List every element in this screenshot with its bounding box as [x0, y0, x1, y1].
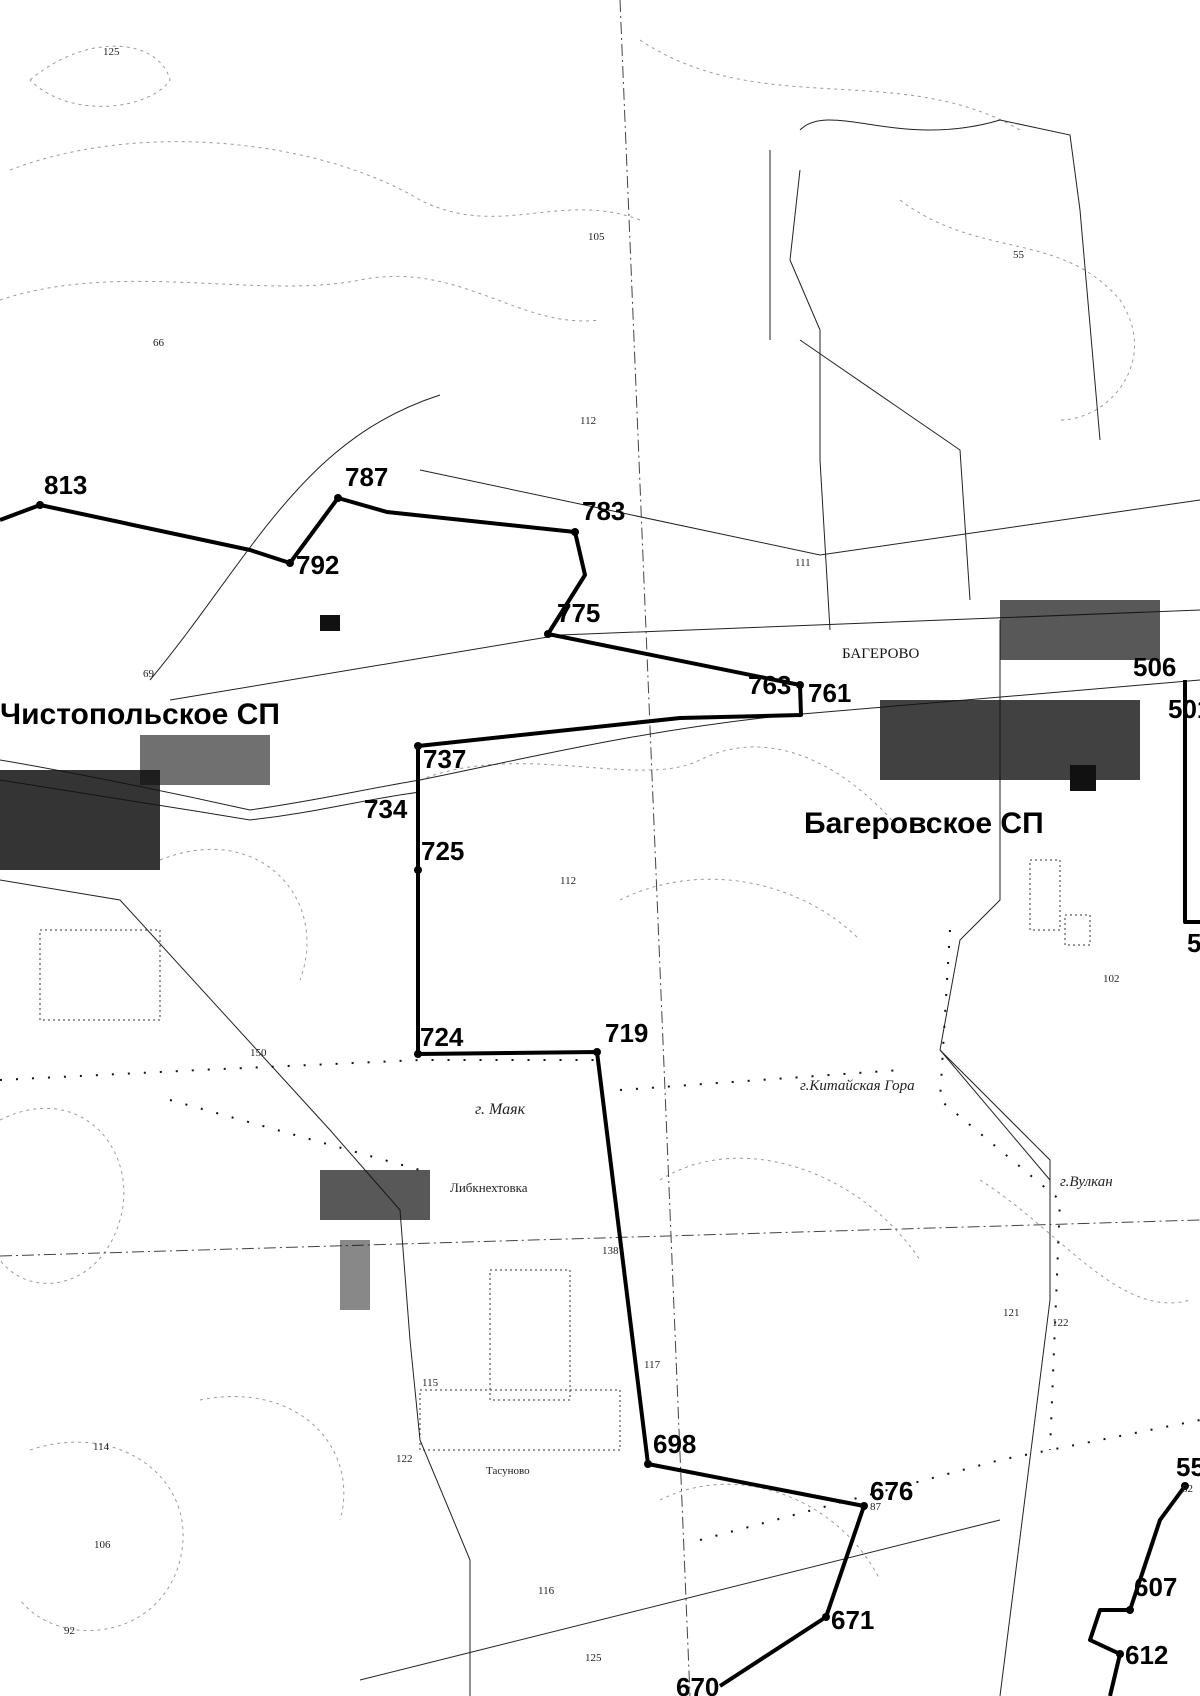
elevation-label: 111 [795, 557, 811, 569]
point-label-612: 612 [1125, 1640, 1168, 1670]
point-label-763: 763 [748, 670, 791, 700]
elevation-label: 92 [64, 1625, 75, 1637]
elevation-label: 69 [143, 668, 155, 680]
elevation-label: 112 [580, 415, 596, 427]
point-label-775: 775 [557, 598, 600, 628]
elevation-label: 106 [94, 1539, 111, 1551]
place-label-vulkan: г.Вулкан [1060, 1174, 1113, 1190]
elevation-label: 122 [1052, 1317, 1069, 1329]
boundary-lines [0, 929, 1200, 1541]
elevation-label: 150 [250, 1047, 267, 1059]
point-label-607: 607 [1134, 1572, 1177, 1602]
elevation-label: 121 [1003, 1307, 1020, 1319]
point-label-506: 506 [1133, 652, 1176, 682]
elevation-label: 55 [1013, 249, 1025, 261]
elevation-label: 125 [103, 46, 120, 58]
point-labels: 813 787 792 783 775 763 761 737 734 725 … [44, 462, 1200, 1696]
elevation-label: 138 [602, 1245, 619, 1257]
point-label-734: 734 [364, 794, 408, 824]
settlement-labels: Чистопольское СП Багеровское СП [0, 698, 1044, 840]
point-label-783: 783 [582, 496, 625, 526]
point-label-724: 724 [420, 1022, 464, 1052]
contour-lines [0, 39, 1191, 1631]
point-label-670: 670 [676, 1672, 719, 1696]
elevation-label: 112 [560, 875, 576, 887]
elevation-label: 117 [644, 1359, 661, 1371]
elevation-label: 122 [396, 1453, 413, 1465]
route-nodes [36, 494, 1189, 1658]
point-label-725: 725 [421, 836, 464, 866]
point-label-698: 698 [653, 1429, 696, 1459]
elevation-labels: 125 105 55 66 112 111 69 112 150 138 117… [64, 46, 1193, 1664]
point-label-671: 671 [831, 1605, 874, 1635]
point-label-813: 813 [44, 470, 87, 500]
point-label-737: 737 [423, 744, 466, 774]
settlement-label-bagerovskoe: Багеровское СП [804, 807, 1044, 840]
point-label-5: 5 [1187, 928, 1200, 958]
place-labels: БАГЕРОВО г. Маяк г.Китайская Гора г.Вулк… [450, 646, 1113, 1477]
point-label-719: 719 [605, 1018, 648, 1048]
elevation-label: 114 [93, 1441, 110, 1453]
point-label-55: 55 [1176, 1452, 1200, 1482]
place-label-libknekhtovka: Либкнехтовка [450, 1180, 528, 1195]
place-label-bagerovo: БАГЕРОВО [842, 646, 919, 662]
point-label-787: 787 [345, 462, 388, 492]
elevation-label: 87 [870, 1501, 882, 1513]
buildings [0, 600, 1160, 1451]
elevation-label: 82 [1182, 1483, 1193, 1495]
elevation-label: 115 [422, 1377, 439, 1389]
point-label-761: 761 [808, 678, 851, 708]
elevation-label: 102 [1103, 973, 1120, 985]
settlement-label-chistopolskoe: Чистопольское СП [0, 698, 280, 731]
place-label-tasunovo: Тасуново [486, 1465, 530, 1477]
elevation-label: 105 [588, 231, 605, 243]
point-label-501: 501 [1168, 694, 1200, 724]
point-label-676: 676 [870, 1476, 913, 1506]
place-label-kitayskaya-gora: г.Китайская Гора [800, 1078, 915, 1094]
elevation-label: 125 [585, 1652, 602, 1664]
place-label-mayak: г. Маяк [475, 1101, 526, 1118]
point-label-792: 792 [296, 550, 339, 580]
elevation-label: 116 [538, 1585, 555, 1597]
elevation-label: 66 [153, 337, 165, 349]
